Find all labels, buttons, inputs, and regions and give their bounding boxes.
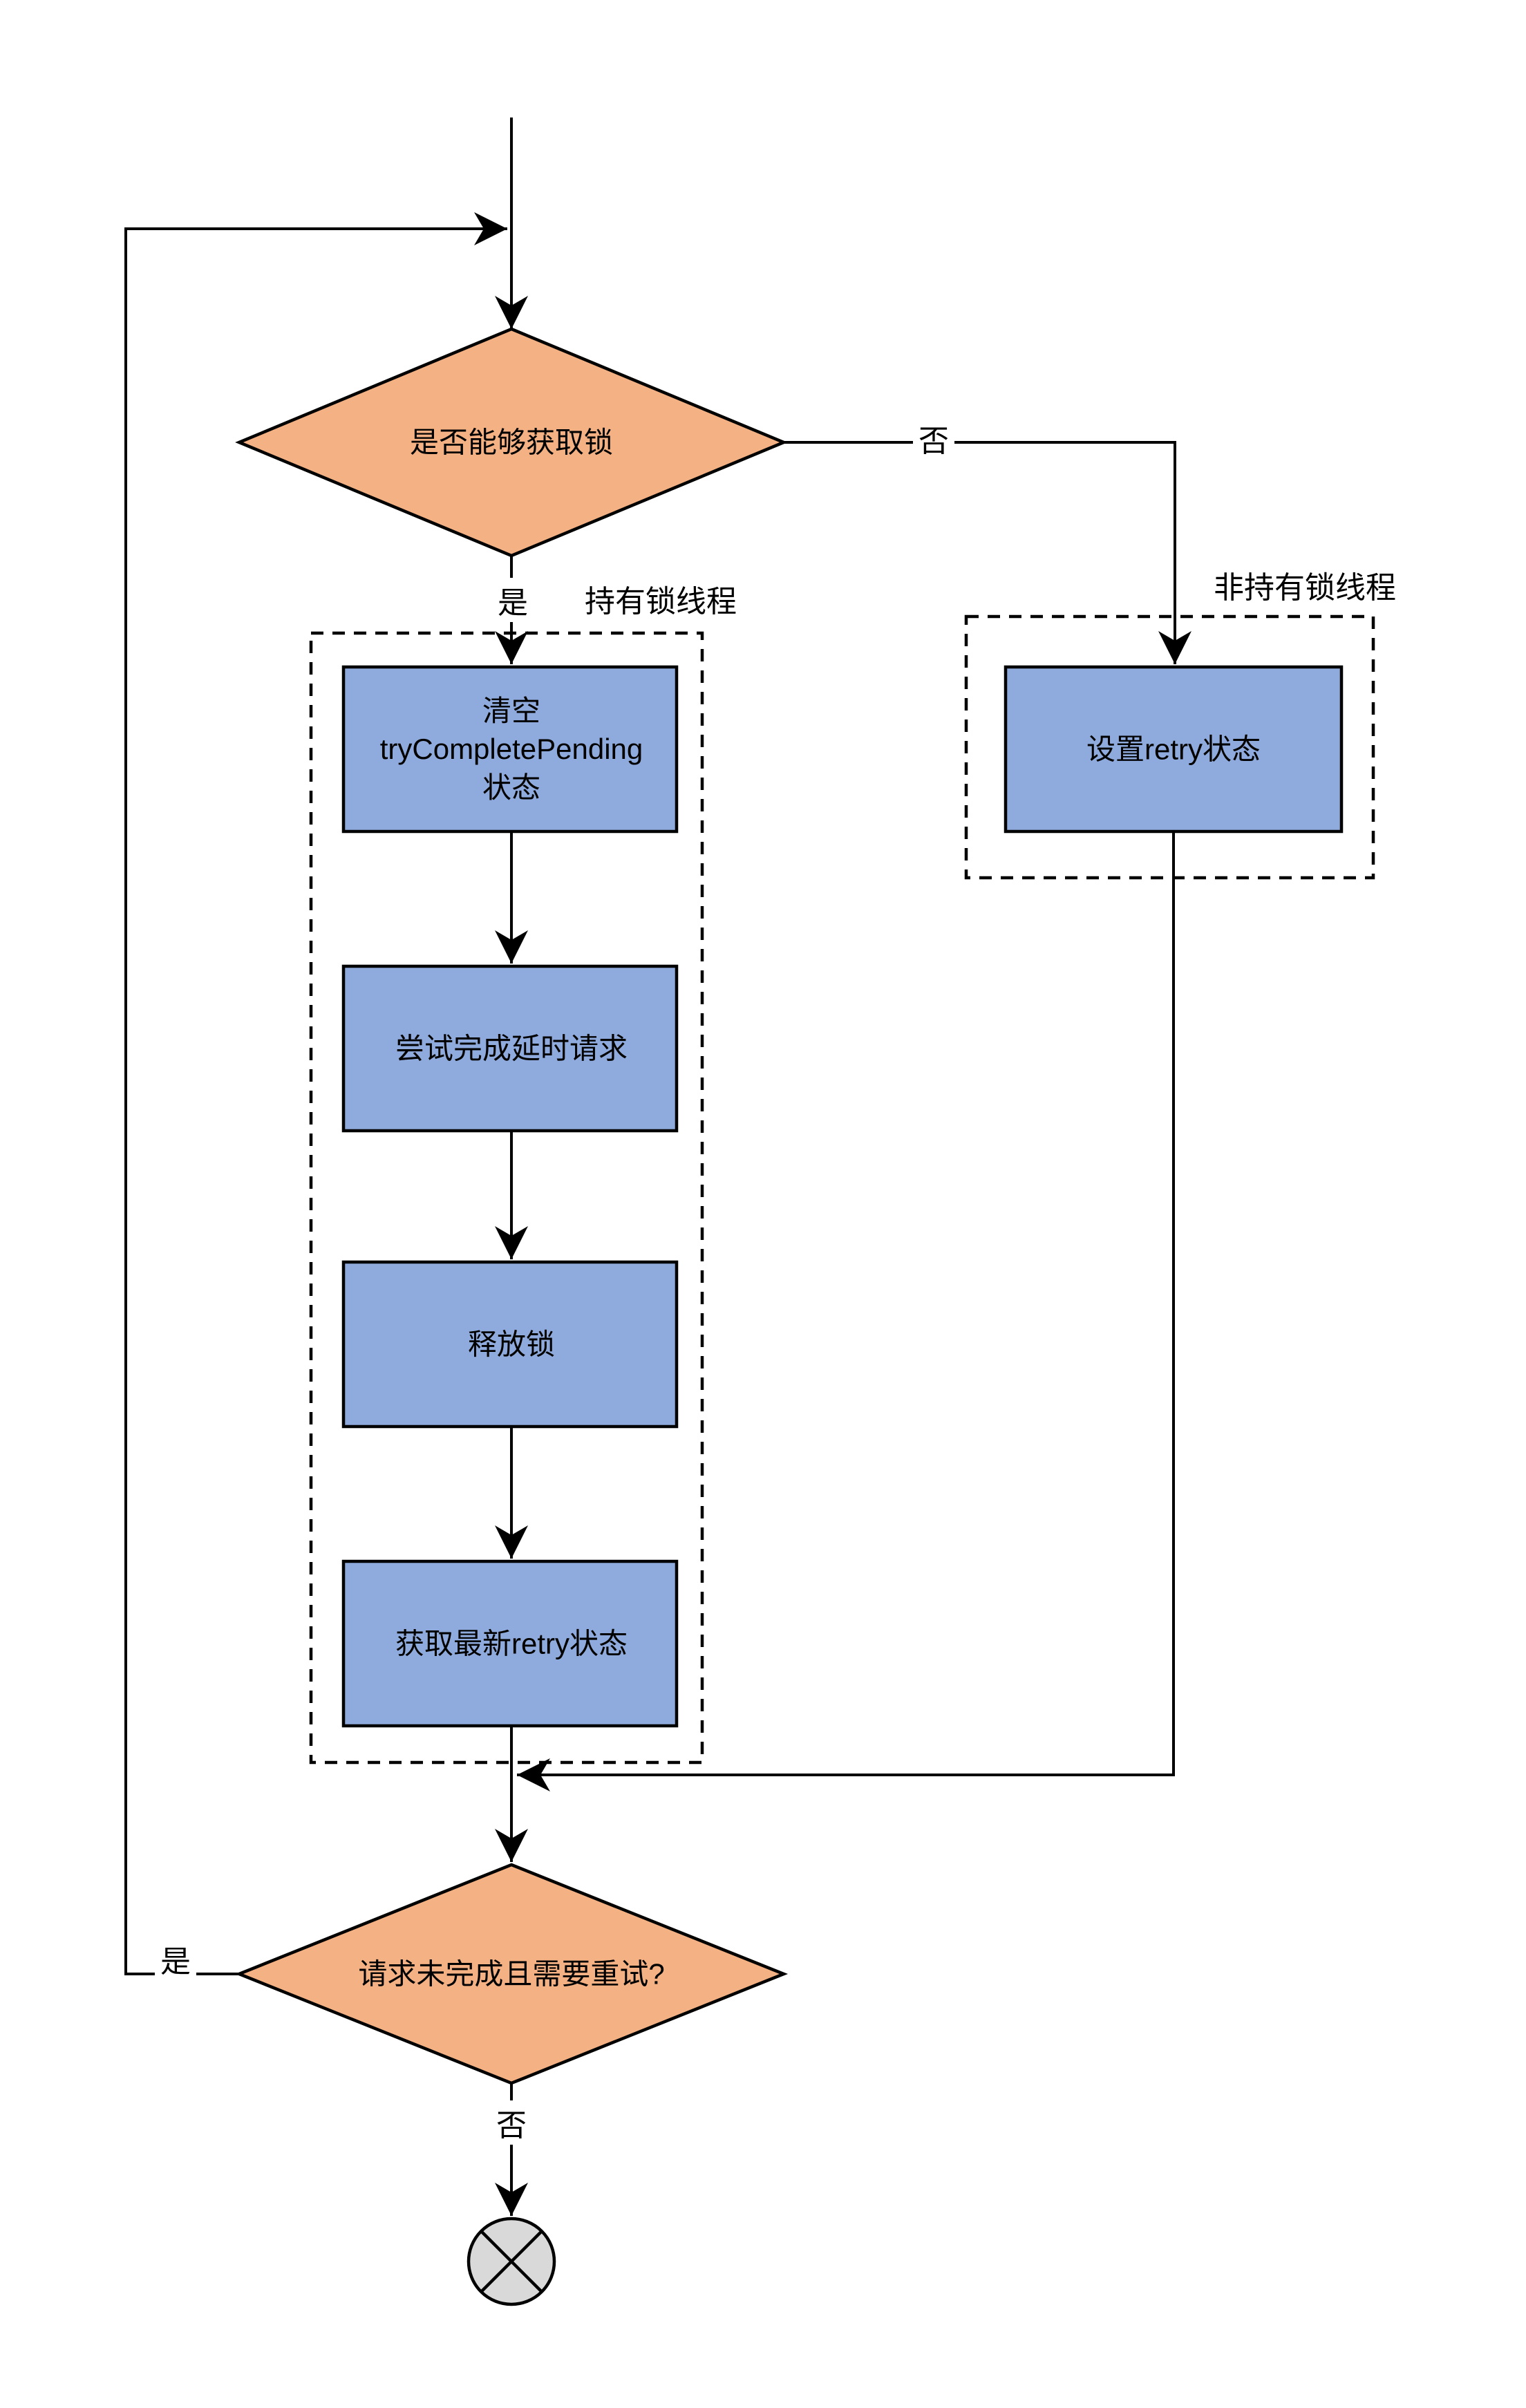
decision-request-incomplete-need-retry-label: 请求未完成且需要重试?: [358, 1957, 665, 1991]
terminal-end-node: [467, 2217, 556, 2306]
process-set-retry-state: [1004, 665, 1344, 834]
edge-set-retry-to-merge: [517, 831, 1175, 1791]
edge-label-acquire-yes: 是: [492, 578, 534, 622]
edge-label-acquire-no: 否: [913, 416, 954, 460]
process-try-complete-delayed-request: [341, 964, 679, 1133]
terminal-end-x-icon: [480, 2230, 543, 2293]
process-release-lock: [341, 1260, 679, 1429]
process-release-lock-label: 释放锁: [467, 1328, 555, 1361]
process-clear-try-complete-pending-label: 清空 tryCompletePending 状态: [379, 694, 643, 804]
process-try-complete-delayed-request-label: 尝试完成延时请求: [395, 1032, 628, 1065]
decision-request-incomplete-need-retry: [234, 1863, 789, 2085]
process-get-latest-retry-state: [341, 1559, 679, 1728]
process-clear-try-complete-pending: [341, 665, 679, 834]
edge-acquire-no: [784, 441, 1191, 664]
group-non-lock-holder-box: [964, 614, 1375, 880]
decision-can-acquire-lock: [235, 327, 788, 558]
process-set-retry-state-label: 设置retry状态: [1086, 733, 1261, 766]
edge-label-need-retry-yes: 是: [155, 1937, 196, 1981]
process-get-latest-retry-state-label: 获取最新retry状态: [395, 1627, 628, 1660]
edge-label-need-retry-no: 否: [491, 2100, 532, 2145]
group-label-non-lock-holder-thread: 非持有锁线程: [1214, 571, 1396, 605]
decision-can-acquire-lock-label: 是否能够获取锁: [409, 426, 613, 459]
group-label-lock-holder-thread: 持有锁线程: [585, 585, 737, 619]
